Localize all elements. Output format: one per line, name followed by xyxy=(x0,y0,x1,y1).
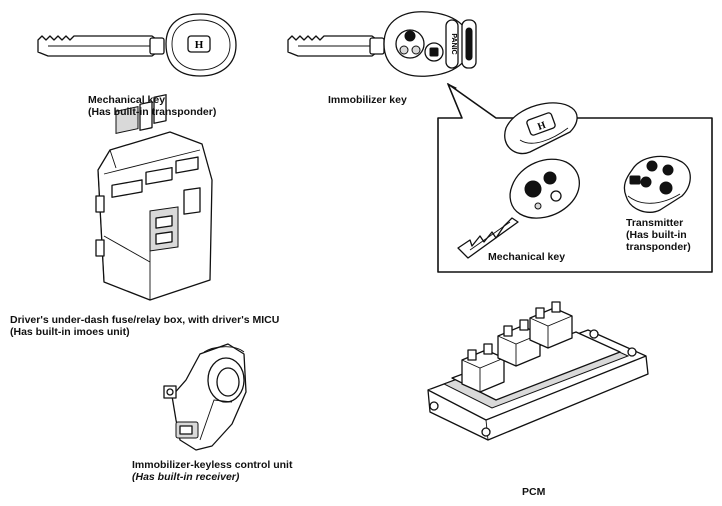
svg-text:H: H xyxy=(195,39,204,51)
pcm-label: PCM xyxy=(522,486,546,498)
control-unit-label-line2: (Has built-in receiver) xyxy=(132,471,240,483)
immobilizer-control-unit-drawing xyxy=(163,343,247,451)
fuse-box-label-line1: Driver's under-dash fuse/relay box, with… xyxy=(10,314,280,326)
fuse-box-label-line2: (Has built-in imoes unit) xyxy=(10,326,130,338)
control-unit-label: Immobilizer-keyless control unit (Has bu… xyxy=(132,459,292,483)
fuse-box-label: Driver's under-dash fuse/relay box, with… xyxy=(10,314,279,338)
transmitter-label-line3: transponder) xyxy=(626,241,691,253)
inset-mechanical-key-drawing xyxy=(457,158,580,259)
pcm-drawing xyxy=(427,301,649,441)
inset-mechanical-key-label: Mechanical key xyxy=(488,251,566,263)
mechanical-key-label: Mechanical key (Has built-in transponder… xyxy=(88,94,216,118)
transmitter-label: Transmitter (Has built-in transponder) xyxy=(626,217,691,253)
fuse-relay-box-drawing xyxy=(95,94,213,301)
transmitter-label-line2: (Has built-in xyxy=(626,229,687,241)
transmitter-label-line1: Transmitter xyxy=(626,217,684,229)
panic-button-text: PANIC xyxy=(450,33,457,54)
inset-key-head-drawing: H xyxy=(504,102,578,155)
immobilizer-key-drawing: PANIC xyxy=(287,11,477,77)
immobilizer-key-label: Immobilizer key xyxy=(328,94,407,106)
inset-transmitter-drawing xyxy=(623,155,691,213)
mechanical-key-drawing: H xyxy=(37,13,237,77)
mechanical-key-label-line2: (Has built-in transponder) xyxy=(88,106,217,118)
svg-text:H: H xyxy=(536,120,547,133)
control-unit-label-line1: Immobilizer-keyless control unit xyxy=(132,459,293,471)
mechanical-key-label-line1: Mechanical key xyxy=(88,94,166,106)
